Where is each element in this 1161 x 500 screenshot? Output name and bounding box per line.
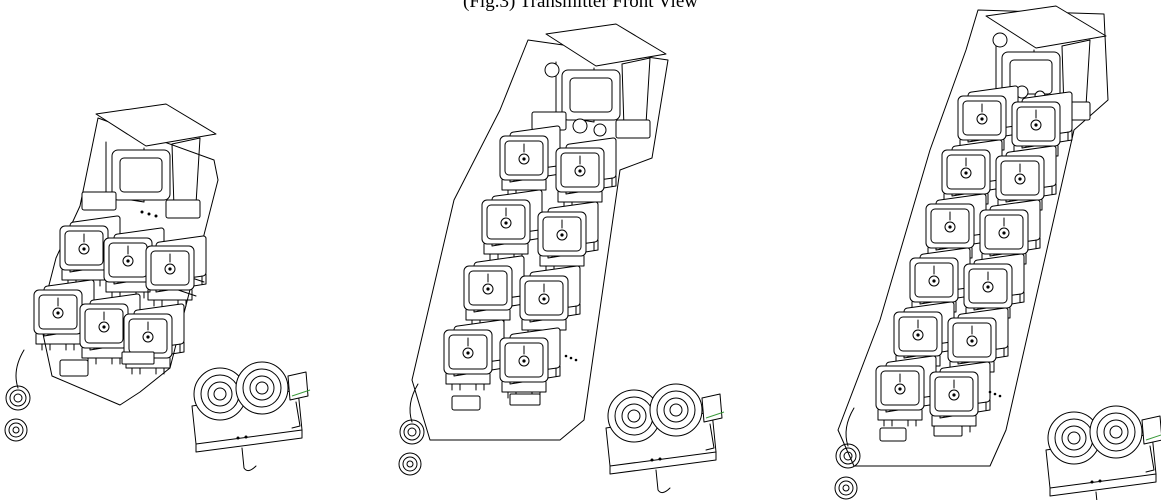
rotary-switch-module xyxy=(605,383,725,494)
rotary-switch-module xyxy=(191,361,311,472)
rotary-switch-module xyxy=(1045,405,1161,500)
connector xyxy=(60,360,88,376)
view-two-rows xyxy=(4,103,311,472)
coiled-cable xyxy=(4,349,31,442)
connector xyxy=(934,426,962,436)
view-six-rows xyxy=(834,5,1161,500)
connector xyxy=(510,394,540,405)
figure-caption: (Fig.3) Transmitter Front View xyxy=(0,0,1161,13)
figure-caption-text: (Fig.3) Transmitter Front View xyxy=(463,0,698,12)
connector xyxy=(452,396,480,410)
connector xyxy=(122,352,154,364)
view-four-rows xyxy=(398,23,725,494)
connector xyxy=(880,428,906,441)
